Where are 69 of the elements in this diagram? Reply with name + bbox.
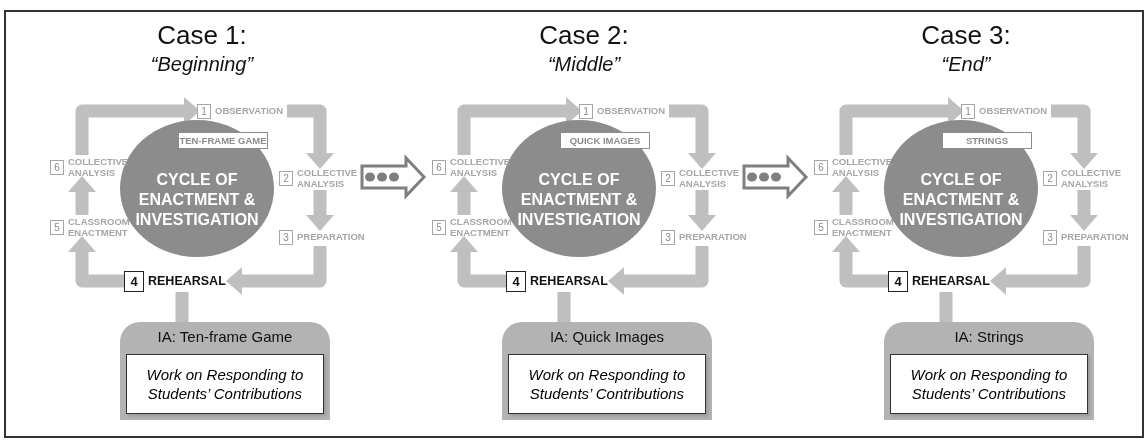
callout-title: IA: Strings [954,328,1024,345]
activity-tag: TEN-FRAME GAME [178,132,268,149]
cycle-arrow [669,104,716,169]
step-number: 4 [888,270,908,292]
cycle-arrow [1051,104,1098,169]
callout-title: IA: Quick Images [549,328,665,345]
callout-tab [120,322,330,420]
case-subtitle: “End” [941,52,991,78]
cycle-arrow [287,104,334,169]
step-number: 3 [279,229,293,245]
cycle-arrow [688,190,716,231]
case-title: Case 3: [921,20,1011,52]
cycle-arrow [457,97,582,155]
step-number: 5 [814,219,828,235]
step-number: 4 [124,270,144,292]
step-number: 1 [579,103,593,119]
step-label: COLLECTIVE ANALYSIS [1061,166,1123,190]
case-subtitle: “Middle” [547,52,621,78]
step-label: CLASSROOM ENACTMENT [832,215,895,239]
step-number: 2 [661,170,675,186]
step-number: 3 [661,229,675,245]
cycle-arrow [450,176,478,215]
step-number: 5 [432,219,446,235]
step-number: 3 [1043,229,1057,245]
step-number: 4 [506,270,526,292]
note-box: Work on Responding to Students’ Contributions [508,354,706,414]
step-label: COLLECTIVE ANALYSIS [297,166,359,190]
step-label: OBSERVATION [215,105,284,117]
step-label: OBSERVATION [979,105,1048,117]
step-label: OBSERVATION [597,105,666,117]
step-number: 6 [50,159,64,175]
step-label: REHEARSAL [912,273,990,289]
callout-tab [502,322,712,420]
connector-line [175,292,189,322]
cycle-title: CYCLE OF ENACTMENT & INVESTIGATION [899,169,1023,230]
case-subtitle: “Beginning” [150,52,254,78]
step-label: CLASSROOM ENACTMENT [68,215,131,239]
step-label: CLASSROOM ENACTMENT [450,215,513,239]
cycle-arrow [1070,190,1098,231]
step-number: 6 [814,159,828,175]
cycle-arrow [306,190,334,231]
activity-tag: QUICK IMAGES [560,132,650,149]
step-label: REHEARSAL [530,273,608,289]
step-number: 6 [432,159,446,175]
callout-title: IA: Ten-frame Game [157,328,293,345]
connector-line [939,292,953,322]
cycle-arrow [839,97,964,155]
case-title: Case 2: [539,20,629,52]
step-label: PREPARATION [679,231,747,243]
step-label: COLLECTIVE ANALYSIS [679,166,741,190]
step-number: 2 [1043,170,1057,186]
cycle-title: CYCLE OF ENACTMENT & INVESTIGATION [517,169,641,230]
step-number: 5 [50,219,64,235]
cycle-arrow [68,176,96,215]
note-box: Work on Responding to Students’ Contributions [126,354,324,414]
step-number: 2 [279,170,293,186]
activity-tag: STRINGS [942,132,1032,149]
step-label: PREPARATION [297,231,365,243]
cycle-title: CYCLE OF ENACTMENT & INVESTIGATION [135,169,259,230]
connector-line [557,292,571,322]
case-title: Case 1: [157,20,247,52]
step-label: REHEARSAL [148,273,226,289]
cycle-arrow [832,176,860,215]
cycle-arrow [75,97,200,155]
note-box: Work on Responding to Students’ Contributions [890,354,1088,414]
step-label: PREPARATION [1061,231,1129,243]
step-number: 1 [197,103,211,119]
step-number: 1 [961,103,975,119]
callout-tab [884,322,1094,420]
